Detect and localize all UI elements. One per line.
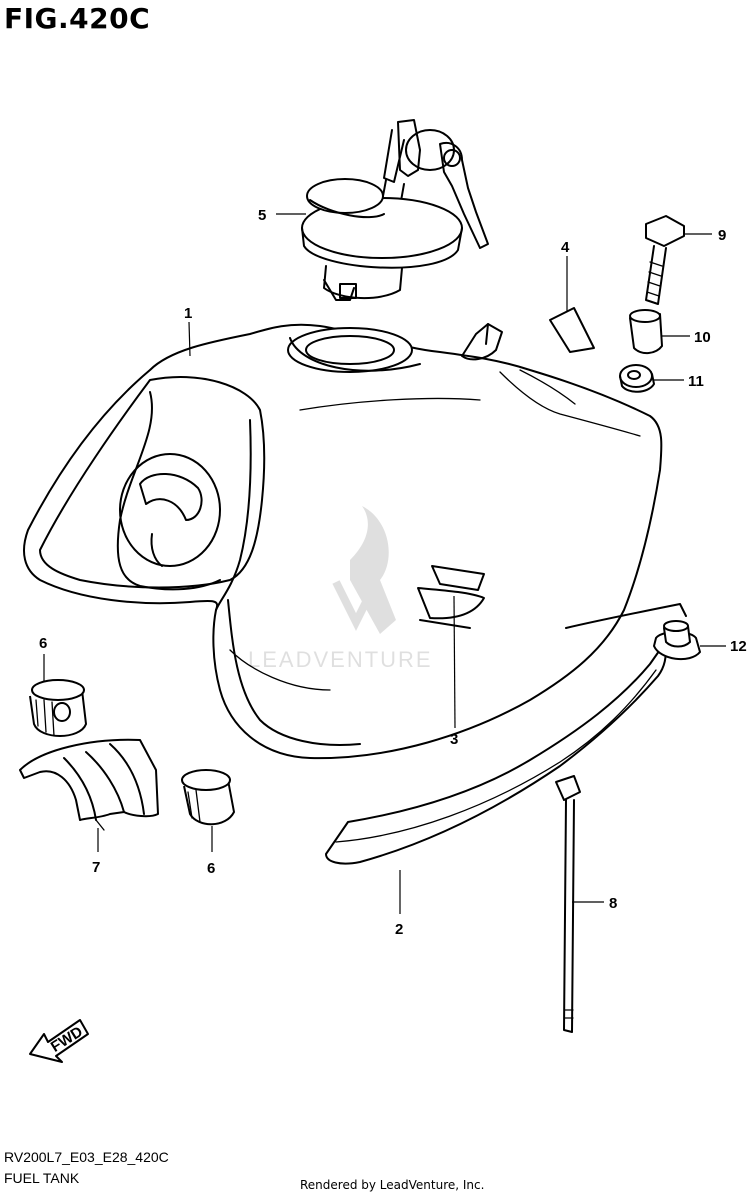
- part-7-cushion-pad[interactable]: [19, 738, 159, 831]
- fwd-arrow-icon: FWD: [29, 1019, 89, 1063]
- callout-2[interactable]: 2: [395, 921, 403, 938]
- callout-11[interactable]: 11: [688, 373, 704, 390]
- part-2-side-rail[interactable]: [325, 643, 667, 865]
- figure-name: FUEL TANK: [4, 1170, 80, 1186]
- figure-title: FIG.420C: [4, 2, 151, 35]
- part-8-cable-tie[interactable]: [555, 775, 581, 1033]
- callout-6-lower[interactable]: 6: [207, 860, 215, 877]
- leadventure-logo-icon: [332, 506, 396, 634]
- figure-code: RV200L7_E03_E28_420C: [4, 1149, 169, 1165]
- part-11-grommet[interactable]: [619, 364, 655, 393]
- part-6-cushion-lower[interactable]: [181, 769, 235, 826]
- callout-7[interactable]: 7: [92, 859, 100, 876]
- callout-10[interactable]: 10: [694, 329, 711, 346]
- callout-5[interactable]: 5: [258, 207, 266, 224]
- watermark-text: LEADVENTURE: [248, 647, 433, 672]
- part-4-label[interactable]: [549, 307, 595, 353]
- part-9-bolt[interactable]: [645, 215, 685, 305]
- callout-3[interactable]: 3: [450, 731, 458, 748]
- part-1-fuel-tank[interactable]: [23, 323, 687, 760]
- part-12-cushion[interactable]: [653, 620, 701, 661]
- callout-9[interactable]: 9: [718, 227, 726, 244]
- callout-1[interactable]: 1: [184, 305, 192, 322]
- callout-4[interactable]: 4: [561, 239, 570, 256]
- leader-lines: [43, 213, 726, 914]
- part-5-fuel-cap[interactable]: [301, 119, 489, 301]
- callout-12[interactable]: 12: [730, 638, 747, 655]
- part-10-collar[interactable]: [629, 309, 663, 354]
- part-6-cushion-upper[interactable]: [29, 679, 87, 737]
- callout-6-upper[interactable]: 6: [39, 635, 47, 652]
- render-credit: Rendered by LeadVenture, Inc.: [300, 1178, 485, 1192]
- callout-8[interactable]: 8: [609, 895, 617, 912]
